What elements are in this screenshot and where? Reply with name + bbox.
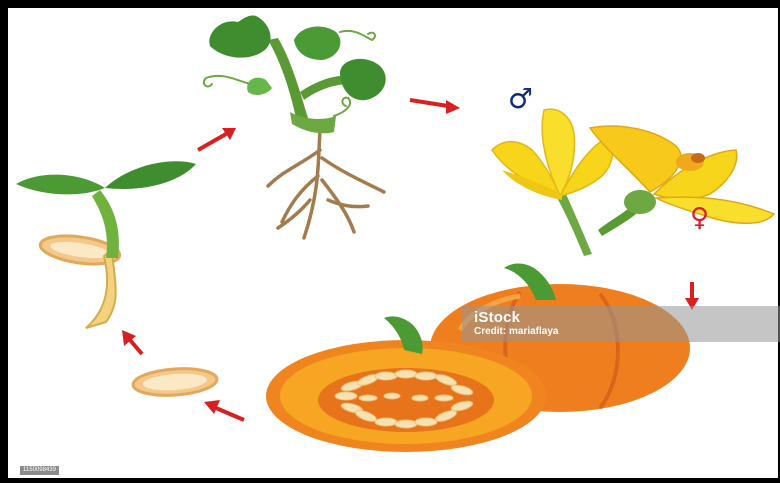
watermark-brand: iStock: [474, 309, 520, 326]
female-symbol: ♀: [690, 203, 709, 233]
female-ovary: [624, 190, 656, 214]
male-symbol: ♂: [508, 82, 533, 115]
female-stigma-center: [691, 153, 705, 163]
watermark-credit: Credit: mariaflaya: [474, 326, 558, 337]
stock-id-label: 1150098439: [20, 466, 59, 475]
